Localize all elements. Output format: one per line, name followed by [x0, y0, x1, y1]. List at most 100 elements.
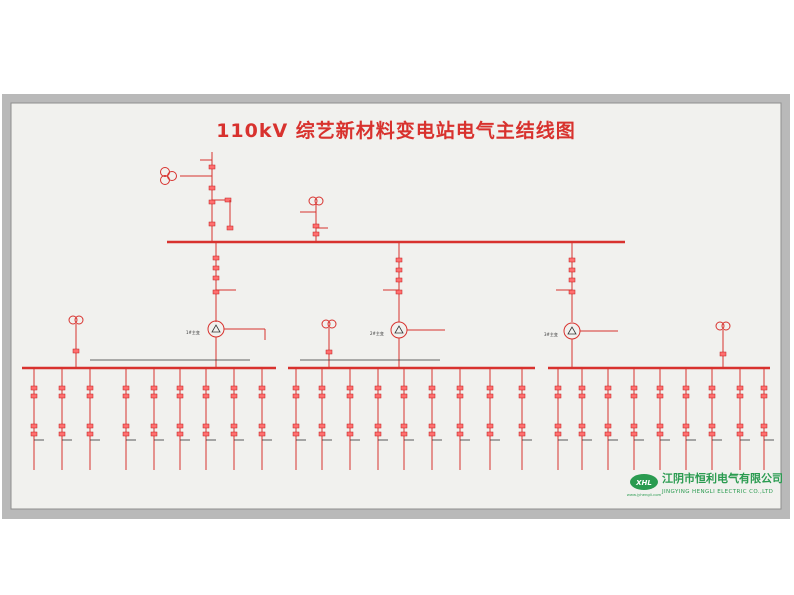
switch-indicator	[578, 385, 586, 391]
switch-indicator	[86, 385, 94, 391]
feeder-bay	[292, 368, 306, 470]
switch-indicator	[656, 431, 664, 437]
switch-indicator	[604, 393, 612, 399]
switch-indicator	[202, 385, 210, 391]
feeder-bay	[346, 368, 360, 470]
switch-indicator	[30, 423, 38, 429]
feeder-bay	[760, 368, 774, 470]
switch-indicator	[708, 385, 716, 391]
feeder-bay	[230, 368, 244, 470]
switch-indicator	[554, 431, 562, 437]
bus-pt-section	[300, 196, 328, 242]
switch-indicator	[202, 431, 210, 437]
company-logo-icon	[630, 474, 658, 490]
switch-indicator	[604, 423, 612, 429]
switch-indicator	[230, 423, 238, 429]
switch-indicator	[682, 393, 690, 399]
switch-indicator	[428, 423, 436, 429]
company-block: XHL www.jyhengli.com 江阴市恒利电气有限公司 JINGYIN…	[627, 471, 783, 497]
switch-indicator	[230, 393, 238, 399]
switch-indicator	[760, 431, 768, 437]
switch-indicator	[518, 385, 526, 391]
switch-indicator	[58, 423, 66, 429]
switch-indicator	[374, 393, 382, 399]
switch-indicator	[760, 393, 768, 399]
switch-indicator	[292, 393, 300, 399]
switch-indicator	[486, 431, 494, 437]
diagram-title: 110kV 综艺新材料变电站电气主结线图	[216, 119, 576, 142]
switch-indicator	[578, 431, 586, 437]
switch-indicator	[682, 423, 690, 429]
switch-indicator	[518, 423, 526, 429]
switch-indicator	[202, 393, 210, 399]
switch-indicator	[150, 385, 158, 391]
switch-indicator	[122, 423, 130, 429]
switch-indicator	[736, 393, 744, 399]
switch-indicator	[122, 431, 130, 437]
switch-indicator	[708, 431, 716, 437]
feeder-bay	[58, 368, 72, 470]
switch-indicator	[176, 423, 184, 429]
feeder-bay	[518, 368, 532, 470]
switch-indicator	[428, 385, 436, 391]
feeder-bay	[122, 368, 136, 470]
switch-indicator	[760, 423, 768, 429]
switch-indicator	[656, 393, 664, 399]
feeder-bay	[578, 368, 592, 470]
feeder-bay	[630, 368, 644, 470]
switch-indicator	[374, 423, 382, 429]
switch-indicator	[554, 385, 562, 391]
transformer-1-label: 1#主变	[186, 329, 200, 335]
feeder-bay	[604, 368, 618, 470]
feeder-bays	[30, 368, 774, 470]
switch-indicator	[58, 393, 66, 399]
switch-indicator	[86, 423, 94, 429]
switch-indicator	[318, 385, 326, 391]
switch-indicator	[486, 423, 494, 429]
switch-indicator	[346, 385, 354, 391]
feeder-bay	[682, 368, 696, 470]
switch-indicator	[456, 385, 464, 391]
switch-indicator	[318, 393, 326, 399]
switch-indicator	[150, 431, 158, 437]
company-website: www.jyhengli.com	[627, 492, 662, 497]
feeder-bay	[86, 368, 100, 470]
switch-indicator	[736, 423, 744, 429]
switch-indicator	[736, 431, 744, 437]
switch-indicator	[578, 393, 586, 399]
switch-indicator	[400, 431, 408, 437]
switch-indicator	[682, 431, 690, 437]
switch-indicator	[230, 385, 238, 391]
station-transformers	[68, 315, 731, 367]
switch-indicator	[230, 431, 238, 437]
feeder-bay	[374, 368, 388, 470]
switch-indicator	[518, 431, 526, 437]
feeder-bay	[400, 368, 414, 470]
switch-indicator	[374, 385, 382, 391]
switch-indicator	[708, 423, 716, 429]
switch-indicator	[150, 393, 158, 399]
feeder-bay	[456, 368, 470, 470]
switch-indicator	[486, 393, 494, 399]
switch-indicator	[318, 431, 326, 437]
switch-indicator	[258, 431, 266, 437]
switch-indicator	[58, 385, 66, 391]
switch-indicator	[202, 423, 210, 429]
transformer-3-label: 3#主变	[544, 331, 558, 337]
feeder-bay	[318, 368, 332, 470]
switch-indicator	[374, 431, 382, 437]
feeder-bay	[708, 368, 722, 470]
switch-indicator	[30, 385, 38, 391]
transformer-2-label: 2#主变	[370, 330, 384, 336]
switch-indicator	[292, 385, 300, 391]
switch-indicator	[30, 431, 38, 437]
switch-indicator	[122, 393, 130, 399]
switch-indicator	[176, 385, 184, 391]
switch-indicator	[760, 385, 768, 391]
feeder-bay	[736, 368, 750, 470]
switch-indicator	[122, 385, 130, 391]
feeder-bay	[202, 368, 216, 470]
switch-indicator	[486, 385, 494, 391]
switch-indicator	[456, 393, 464, 399]
